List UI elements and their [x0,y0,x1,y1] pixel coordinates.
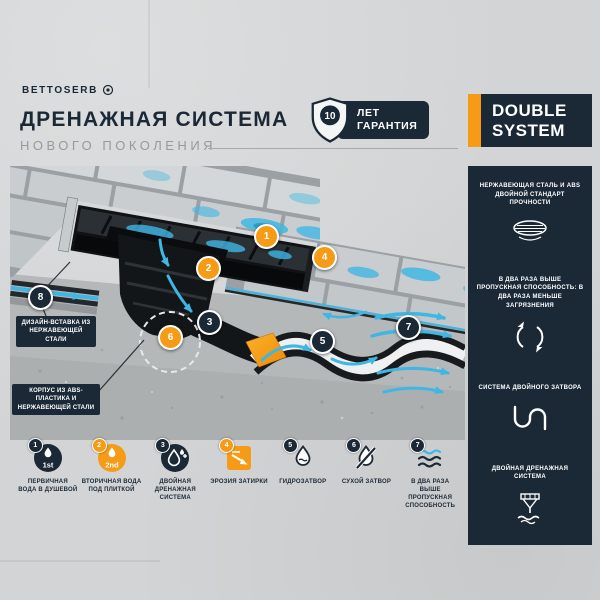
marker-number: 6 [167,332,174,343]
first-water-icon: 1st [33,444,62,472]
legend-badge-3: 3 [155,438,171,453]
water-seal-icon [295,444,311,466]
page-subtitle: НОВОГО ПОКОЛЕНИЯ [20,138,217,153]
header-divider [208,148,458,149]
diagram-marker-6: 6 [158,325,183,350]
diagram-marker-2: 2 [196,256,221,281]
legend-item-secondary-water: 2 2nd ВТОРИЧНАЯ ВОДА ПОД ПЛИТКОЙ [80,438,144,510]
feature-double-drainage: ДВОЙНАЯ ДРЕНАЖНАЯ СИСТЕМА [476,465,584,525]
wall-seam [0,560,160,562]
badge-number: 3 [160,442,165,449]
diagram-marker-7: 7 [396,315,421,340]
icon-text: 1st [42,461,53,470]
warranty-line2: ГАРАНТИЯ [357,120,418,132]
marker-number: 4 [321,252,328,263]
double-system-line1: DOUBLE [492,100,567,120]
legend-caption: ГИДРОЗАТВОР [279,479,327,485]
legend-row: 1 1st ПЕРВИЧНАЯ ВОДА В ДУШЕВОЙ 2 2nd ВТО… [16,438,462,510]
brand-text: BETTOSERB [22,84,98,96]
feature-steel-abs: НЕРЖАВЕЮЩАЯ СТАЛЬ И ABS ДВОЙНОЙ СТАНДАРТ… [476,182,584,245]
warranty-text-box: ЛЕТ ГАРАНТИЯ [337,100,430,140]
legend-item-grout-erosion: 4 ЭРОЗИЯ ЗАТИРКИ [207,438,271,510]
marker-number: 5 [319,336,326,347]
dry-seal-highlight-circle [139,311,201,373]
legend-caption: ДВОЙНАЯ ДРЕНАЖНАЯ СИСТЕМА [154,479,196,502]
legend-caption: ВТОРИЧНАЯ ВОДА ПОД ПЛИТКОЙ [81,479,142,494]
features-sidebar: НЕРЖАВЕЮЩАЯ СТАЛЬ И ABS ДВОЙНОЙ СТАНДАРТ… [468,166,592,545]
accent-bar [468,94,481,147]
marker-number: 1 [263,231,270,242]
legend-badge-6: 6 [346,438,362,453]
feature-label: ДВОЙНАЯ ДРЕНАЖНАЯ СИСТЕМА [491,465,569,481]
grout-erosion-wedge [245,332,287,368]
badge-number: 2 [97,442,102,449]
double-trap-icon [513,405,547,431]
legend-badge-7: 7 [410,438,426,453]
badge-number: 5 [288,442,293,449]
warranty-line1: ЛЕТ [357,106,380,119]
legend-item-primary-water: 1 1st ПЕРВИЧНАЯ ВОДА В ДУШЕВОЙ [16,438,80,510]
page-title: ДРЕНАЖНАЯ СИСТЕМА [20,108,289,131]
badge-number: 1 [33,442,38,449]
diagram-marker-3: 3 [197,310,222,335]
grout-erosion-icon [227,446,252,470]
legend-badge-2: 2 [91,438,107,453]
legend-item-double-drainage: 3 ДВОЙНАЯ ДРЕНАЖНАЯ СИСТЕМА [143,438,207,510]
marker-number: 2 [205,263,212,274]
label-design-insert: ДИЗАЙН-ВСТАВКА ИЗ НЕРЖАВЕЮЩЕЙ СТАЛИ [16,316,96,348]
drain-cross-section-illustration [10,166,465,440]
legend-caption: В ДВА РАЗА ВЫШЕ ПРОПУСКНАЯ СПОСОБНОСТЬ [405,479,456,510]
legend-badge-5: 5 [282,438,298,453]
feature-label: В ДВА РАЗА ВЫШЕ ПРОПУСКНАЯ СПОСОБНОСТЬ: … [476,276,584,309]
warranty-years: 10 [324,111,336,122]
double-system-text: DOUBLE SYSTEM [481,94,592,147]
feature-double-trap: СИСТЕМА ДВОЙНОГО ЗАТВОРА [476,384,584,434]
legend-caption: ПЕРВИЧНАЯ ВОДА В ДУШЕВОЙ [18,479,78,494]
warranty-badge: 10 ЛЕТ ГАРАНТИЯ [310,97,430,143]
shield-icon: 10 [311,97,349,143]
water-flow-arrows [38,238,452,394]
double-system-line2: SYSTEM [492,120,565,140]
diagram-marker-5: 5 [310,329,335,354]
legend-item-flow-capacity: 7 В ДВА РАЗА ВЫШЕ ПРОПУСКНАЯ СПОСОБНОСТЬ [398,438,462,510]
wall-seam [148,0,150,88]
legend-badge-1: 1 [27,438,43,453]
badge-number: 4 [224,442,229,449]
marker-number: 3 [206,317,213,328]
legend-caption: ЭРОЗИЯ ЗАТИРКИ [210,479,268,485]
legend-caption: СУХОЙ ЗАТВОР [341,479,392,485]
double-drainage-icon [517,493,540,525]
drain-grate-icon [513,220,547,241]
legend-item-water-seal: 5 ГИДРОЗАТВОР [271,438,335,510]
legend-item-dry-seal: 6 СУХОЙ ЗАТВОР [335,438,399,510]
badge-number: 6 [352,442,356,449]
marker-number: 8 [37,292,44,303]
diagram-marker-8: 8 [28,285,53,310]
icon-text: 2nd [105,461,119,470]
badge-number: 7 [415,442,420,449]
circulation-arrows-icon [516,321,544,353]
brand-logo: BETTOSERB [22,84,114,96]
feature-label: НЕРЖАВЕЮЩАЯ СТАЛЬ И ABS ДВОЙНОЙ СТАНДАРТ… [479,183,581,207]
diagram-marker-1: 1 [254,224,279,249]
diagram-marker-4: 4 [312,245,337,270]
feature-capacity: В ДВА РАЗА ВЫШЕ ПРОПУСКНАЯ СПОСОБНОСТЬ: … [476,276,584,354]
feature-label: СИСТЕМА ДВОЙНОГО ЗАТВОРА [478,385,582,392]
brand-icon [102,84,113,96]
legend-badge-4: 4 [219,438,235,453]
double-droplets-icon [161,444,190,472]
marker-number: 7 [405,322,412,333]
label-abs-body: КОРПУС ИЗ ABS-ПЛАСТИКА И НЕРЖАВЕЮЩЕЙ СТА… [12,384,100,416]
dry-seal-icon [355,444,377,470]
double-system-badge: DOUBLE SYSTEM [468,94,592,147]
